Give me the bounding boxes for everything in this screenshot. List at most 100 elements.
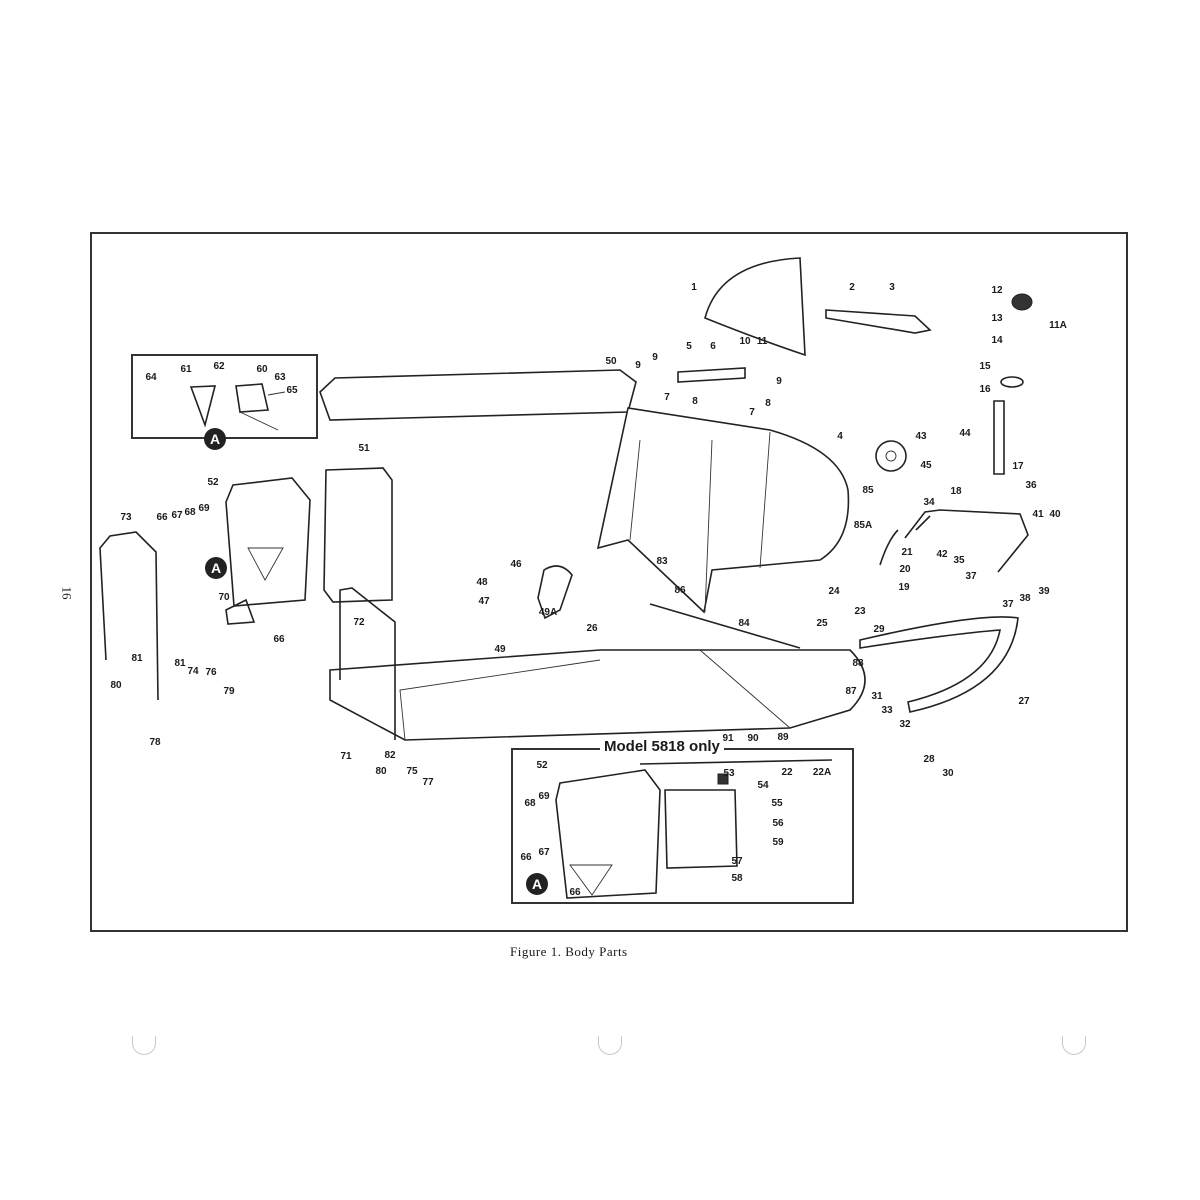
part-callout-68: 68 [524, 798, 536, 809]
inset-model-cap [717, 773, 729, 785]
part-callout-35: 35 [953, 555, 965, 566]
part-callout-17: 17 [1012, 461, 1024, 472]
part-callout-78: 78 [149, 737, 161, 748]
part-callout-34: 34 [923, 497, 935, 508]
seat-back [323, 467, 393, 603]
hood [596, 407, 850, 614]
part-callout-69: 69 [538, 791, 550, 802]
part-callout-7: 7 [664, 392, 670, 403]
inset-a-reflector [189, 385, 217, 428]
part-callout-74: 74 [187, 666, 199, 677]
part-callout-30: 30 [942, 768, 954, 779]
part-callout-87: 87 [845, 686, 857, 697]
part-callout-4: 4 [837, 431, 843, 442]
part-callout-14: 14 [991, 335, 1003, 346]
part-callout-89: 89 [777, 732, 789, 743]
inset-model-tank [664, 789, 738, 869]
inset-model-seat [555, 769, 661, 899]
part-callout-86: 86 [674, 585, 686, 596]
part-callout-18: 18 [950, 486, 962, 497]
part-callout-68: 68 [184, 507, 196, 518]
part-callout-21: 21 [901, 547, 913, 558]
part-callout-69: 69 [198, 503, 210, 514]
part-callout-37: 37 [1002, 599, 1014, 610]
part-callout-77: 77 [422, 777, 434, 788]
part-callout-20: 20 [899, 564, 911, 575]
part-callout-60: 60 [256, 364, 268, 375]
windshield [704, 257, 806, 357]
rear-grab-bar [99, 531, 159, 701]
part-callout-52: 52 [536, 760, 548, 771]
part-callout-49a: 49A [538, 607, 558, 618]
part-callout-27: 27 [1018, 696, 1030, 707]
part-callout-38: 38 [1019, 593, 1031, 604]
part-callout-44: 44 [959, 428, 971, 439]
control-rod [649, 603, 801, 649]
part-callout-48: 48 [476, 577, 488, 588]
part-callout-61: 61 [180, 364, 192, 375]
part-callout-23: 23 [854, 606, 866, 617]
rear-frame [339, 587, 396, 740]
steering-column [993, 400, 1005, 475]
column-ring [1000, 376, 1024, 388]
part-callout-13: 13 [991, 313, 1003, 324]
front-bumper [859, 616, 1019, 713]
part-callout-1: 1 [691, 282, 697, 293]
figure-caption: Figure 1. Body Parts [510, 944, 628, 959]
part-callout-52: 52 [207, 477, 219, 488]
dash-plate [677, 367, 746, 383]
part-callout-58: 58 [731, 873, 743, 884]
throttle-cable [879, 529, 899, 566]
part-callout-3: 3 [889, 282, 895, 293]
part-callout-54: 54 [757, 780, 769, 791]
part-callout-24: 24 [828, 586, 840, 597]
part-callout-50: 50 [605, 356, 617, 367]
chassis-tunnel [329, 649, 866, 741]
part-callout-65: 65 [286, 385, 298, 396]
inset-a-box [131, 354, 318, 439]
part-callout-25: 25 [816, 618, 828, 629]
part-callout-31: 31 [871, 691, 883, 702]
part-callout-9: 9 [776, 376, 782, 387]
part-callout-67: 67 [538, 847, 550, 858]
part-callout-82: 82 [384, 750, 396, 761]
part-callout-15: 15 [979, 361, 991, 372]
part-callout-80: 80 [110, 680, 122, 691]
part-callout-90: 90 [747, 733, 759, 744]
part-callout-29: 29 [873, 624, 885, 635]
part-callout-5: 5 [686, 341, 692, 352]
part-callout-19: 19 [898, 582, 910, 593]
part-callout-39: 39 [1038, 586, 1050, 597]
seat-cushion [225, 477, 311, 607]
part-callout-81: 81 [174, 658, 186, 669]
detail-a-badge: A [526, 873, 548, 895]
part-callout-28: 28 [923, 754, 935, 765]
part-callout-67: 67 [171, 510, 183, 521]
part-callout-62: 62 [213, 361, 225, 372]
part-callout-45: 45 [920, 460, 932, 471]
part-callout-75: 75 [406, 766, 418, 777]
part-callout-32: 32 [899, 719, 911, 730]
page-number: 16 [59, 586, 75, 600]
part-callout-11: 11 [756, 336, 768, 347]
part-callout-12: 12 [991, 285, 1003, 296]
part-callout-56: 56 [772, 818, 784, 829]
punch-hole-right [1062, 1036, 1086, 1055]
part-callout-84: 84 [738, 618, 750, 629]
part-callout-9: 9 [652, 352, 658, 363]
part-callout-8: 8 [692, 396, 698, 407]
part-callout-49: 49 [494, 644, 506, 655]
part-callout-72: 72 [353, 617, 365, 628]
part-callout-55: 55 [771, 798, 783, 809]
part-callout-85a: 85A [853, 520, 873, 531]
part-callout-73: 73 [120, 512, 132, 523]
knob [1011, 293, 1033, 311]
part-callout-66: 66 [569, 887, 581, 898]
part-callout-42: 42 [936, 549, 948, 560]
inset-a-wire [239, 391, 286, 431]
diagram-frame [90, 232, 1128, 932]
part-callout-22: 22 [781, 767, 793, 778]
